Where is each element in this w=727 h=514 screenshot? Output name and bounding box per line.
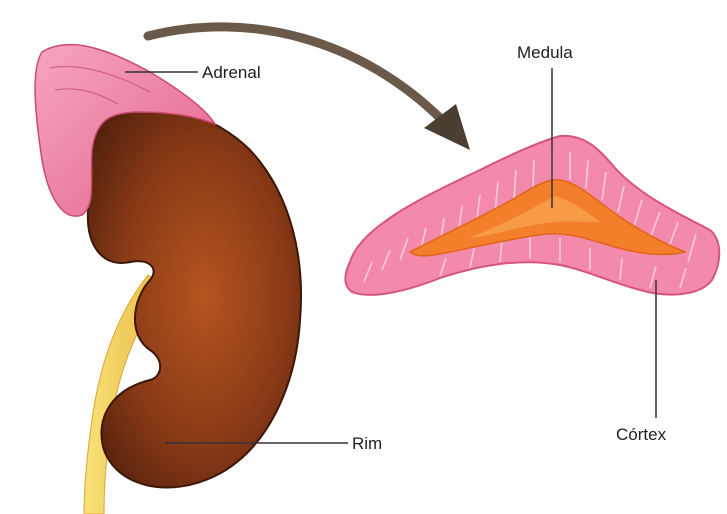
medula-label: Medula bbox=[517, 43, 573, 62]
adrenal-label: Adrenal bbox=[202, 63, 261, 82]
cortex-label: Córtex bbox=[616, 425, 667, 444]
kidney bbox=[86, 106, 301, 488]
rim-label: Rim bbox=[352, 434, 382, 453]
